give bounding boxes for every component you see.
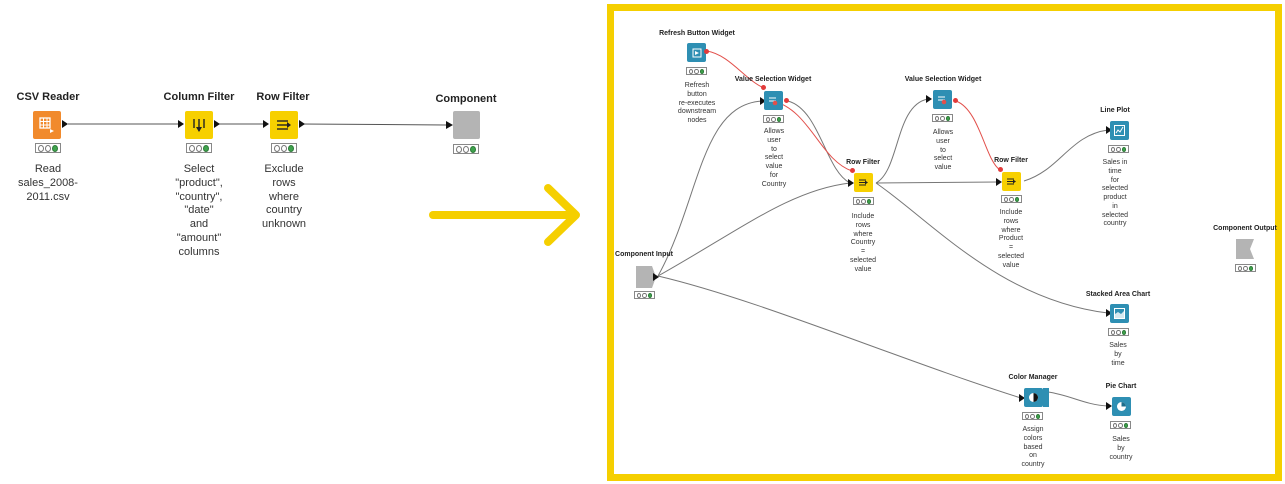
row-filter-title: Row Filter bbox=[256, 91, 310, 103]
component-output-title: Component Output bbox=[1213, 225, 1277, 232]
connection-rowfilter-to-component bbox=[299, 123, 447, 126]
status-lights bbox=[1108, 328, 1129, 336]
component-title: Component bbox=[435, 93, 497, 105]
status-lights bbox=[763, 115, 784, 123]
color-model-port[interactable] bbox=[1043, 388, 1049, 407]
component-data-connections bbox=[657, 98, 1109, 407]
output-port[interactable] bbox=[299, 120, 305, 128]
flow-variable-input-port[interactable] bbox=[761, 85, 766, 90]
input-port[interactable] bbox=[178, 120, 184, 128]
csv-reader-title: CSV Reader bbox=[16, 91, 80, 103]
flow-variable-input-port[interactable] bbox=[998, 167, 1003, 172]
row-filter-icon[interactable] bbox=[1002, 172, 1021, 191]
refresh-widget-icon[interactable] bbox=[687, 43, 706, 62]
column-filter-description: Select "product", "country", "date" and … bbox=[175, 163, 223, 258]
row-filter-description: Exclude rows where country unknown bbox=[261, 163, 307, 230]
column-filter-title: Column Filter bbox=[163, 91, 235, 103]
row-filter-title: Row Filter bbox=[994, 157, 1028, 164]
status-lights bbox=[186, 143, 212, 153]
flow-variable-output-port[interactable] bbox=[953, 98, 958, 103]
port-arrowheads bbox=[760, 95, 1112, 410]
status-lights bbox=[1108, 145, 1129, 153]
row-filter-description: Include rows where Product = selected va… bbox=[997, 209, 1025, 269]
value-selection-widget-description: Allows user to select value for Country bbox=[761, 128, 787, 188]
row-filter-title: Row Filter bbox=[846, 159, 880, 166]
flow-variable-output-port[interactable] bbox=[704, 49, 709, 54]
row-filter-icon[interactable] bbox=[270, 111, 298, 139]
flow-variable-connections bbox=[706, 50, 1001, 172]
pie-chart-icon[interactable] bbox=[1112, 397, 1131, 416]
line-plot-icon[interactable] bbox=[1110, 121, 1129, 140]
status-lights bbox=[1022, 412, 1043, 420]
stacked-area-chart-description: Sales by time bbox=[1109, 342, 1127, 367]
component-inner-workflow-frame bbox=[607, 4, 1282, 481]
row-filter-description: Include rows where Country = selected va… bbox=[849, 213, 877, 273]
flow-variable-output-port[interactable] bbox=[784, 98, 789, 103]
refresh-button-widget-description: Refresh button re-executes downstream no… bbox=[677, 82, 717, 124]
status-lights bbox=[932, 114, 953, 122]
csv-reader-description: Read sales_2008-2011.csv bbox=[18, 163, 78, 203]
component-input-title: Component Input bbox=[615, 251, 673, 258]
arrowhead-component bbox=[446, 121, 453, 129]
component-output-icon[interactable] bbox=[1236, 239, 1256, 259]
pie-chart-title: Pie Chart bbox=[1105, 383, 1137, 390]
table-arrow-icon[interactable] bbox=[33, 111, 61, 139]
refresh-button-widget-title: Refresh Button Widget bbox=[659, 30, 735, 37]
status-lights bbox=[1235, 264, 1256, 272]
color-manager-description: Assign colors based on country bbox=[1021, 426, 1045, 468]
component-icon[interactable] bbox=[453, 111, 480, 139]
line-plot-description: Sales in time for selected product in se… bbox=[1101, 159, 1129, 228]
transition-arrow bbox=[429, 184, 580, 246]
stacked-area-icon[interactable] bbox=[1110, 304, 1129, 323]
output-port[interactable] bbox=[214, 120, 220, 128]
component-input-icon[interactable] bbox=[636, 266, 660, 288]
value-selection-widget-title: Value Selection Widget bbox=[734, 76, 812, 83]
value-selection-icon[interactable] bbox=[764, 91, 783, 110]
value-selection-widget-description: Allows user to select value bbox=[932, 129, 954, 171]
status-lights bbox=[853, 197, 874, 205]
flow-variable-input-port[interactable] bbox=[850, 168, 855, 173]
status-lights bbox=[271, 143, 297, 153]
pie-chart-description: Sales by country bbox=[1109, 436, 1133, 461]
color-manager-icon[interactable] bbox=[1024, 388, 1043, 407]
value-selection-icon[interactable] bbox=[933, 90, 952, 109]
status-lights bbox=[35, 143, 61, 153]
status-lights bbox=[1001, 195, 1022, 203]
input-port[interactable] bbox=[263, 120, 269, 128]
color-manager-title: Color Manager bbox=[1008, 374, 1058, 381]
status-lights bbox=[1110, 421, 1131, 429]
column-filter-icon[interactable] bbox=[185, 111, 213, 139]
status-lights bbox=[453, 144, 479, 154]
value-selection-widget-title: Value Selection Widget bbox=[904, 76, 982, 83]
status-lights bbox=[634, 291, 655, 299]
line-plot-title: Line Plot bbox=[1100, 107, 1130, 114]
row-filter-icon[interactable] bbox=[854, 173, 873, 192]
status-lights bbox=[686, 67, 707, 75]
stacked-area-chart-title: Stacked Area Chart bbox=[1085, 291, 1151, 298]
output-port[interactable] bbox=[62, 120, 68, 128]
